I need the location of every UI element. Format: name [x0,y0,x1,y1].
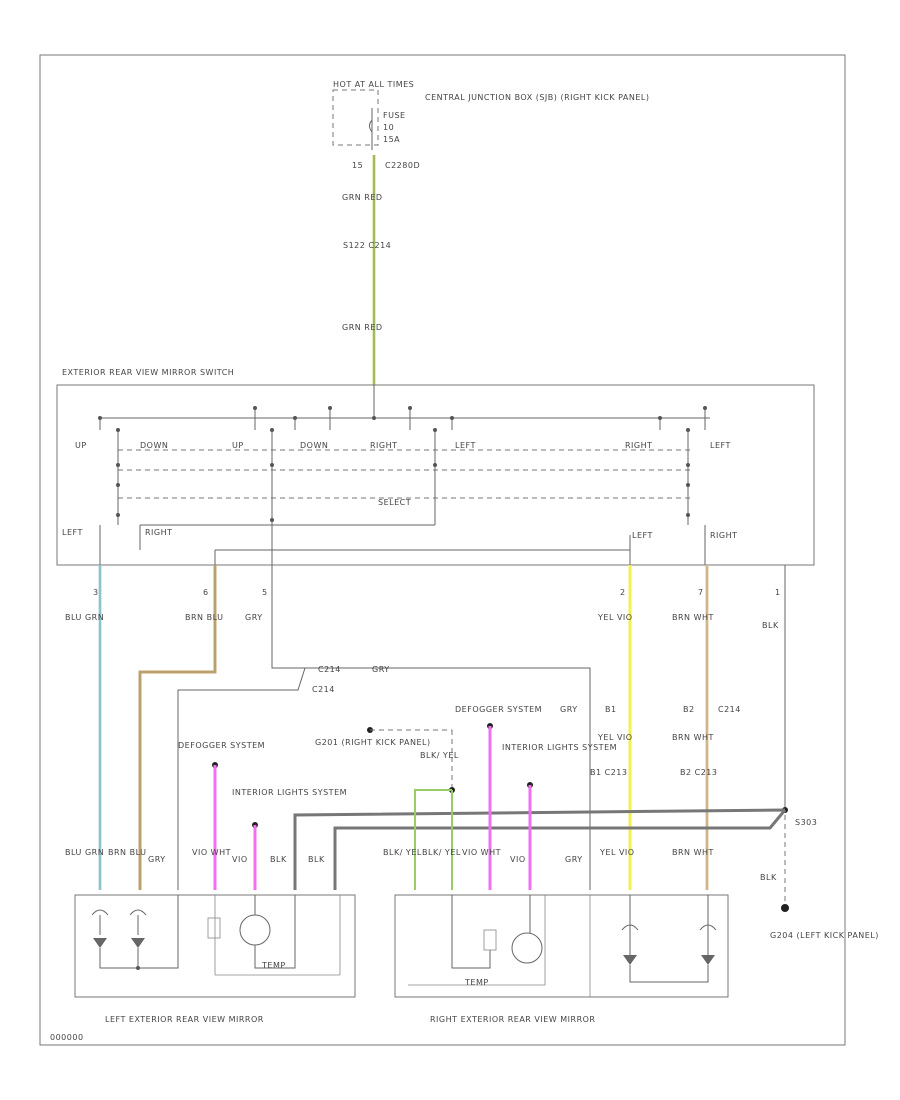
g204-label: G204 (LEFT KICK PANEL) [770,931,879,940]
bot-vio-r: VIO [510,855,526,864]
switch-right-bottom-r: RIGHT [710,531,738,540]
pin-6: 6 [203,588,209,597]
switch-left-bottom-r: LEFT [632,531,653,540]
switch-right-bottom-l: RIGHT [145,528,173,537]
bot-gry-r: GRY [565,855,583,864]
left-mirror: TEMP [74,894,356,998]
switch-left-top-right: LEFT [710,441,731,450]
pin-1: 1 [775,588,781,597]
blk-yel-label: BLK/ YEL [420,751,459,760]
b1-label: B1 [605,705,617,714]
mirror-switch-box [56,384,815,566]
yel-vio-right-label: YEL VIO [597,733,633,742]
switch-select: SELECT [378,498,411,507]
fuse-amp: 15A [383,135,400,144]
fuse-symbol [369,108,373,150]
ground-g204 [781,904,789,912]
bot-vio-wht: VIO WHT [192,848,231,857]
switch-down2: DOWN [300,441,328,450]
bot-blk-yel: BLK/ YEL [383,848,422,857]
footer-code: 000000 [50,1033,84,1042]
fuse-number: 10 [383,123,394,132]
wire-blk-yel [414,789,453,890]
b2c213-label: B2 C213 [680,768,717,777]
switch-down-l: DOWN [140,441,168,450]
diagram-frame [39,54,846,1046]
bot-blk2: BLK [308,855,325,864]
pin-5: 5 [262,588,268,597]
defogger-left-label: DEFOGGER SYSTEM [178,741,265,750]
wire-label-brn-wht: BRN WHT [672,613,714,622]
s303-label: S303 [795,818,817,827]
gry-mid-label: GRY [372,665,390,674]
wire-label-gry: GRY [245,613,263,622]
g201-label: G201 (RIGHT KICK PANEL) [315,738,431,747]
left-mirror-label: LEFT EXTERIOR REAR VIEW MIRROR [105,1015,264,1024]
bot-blu-grn: BLU GRN [65,848,104,857]
pin-7: 7 [698,588,704,597]
temp-right: TEMP [464,978,489,987]
wire-label-grn-red-2: GRN RED [342,323,383,332]
switch-right-top: RIGHT [370,441,398,450]
bot-yel-vio: YEL VIO [599,848,635,857]
right-mirror: TEMP [394,894,729,998]
connector-top: C2280D [385,161,420,170]
switch-left-bottom: LEFT [62,528,83,537]
wire-label-grn-red-1: GRN RED [342,193,383,202]
wire-label-blu-grn: BLU GRN [65,613,104,622]
wire-label-blk: BLK [762,621,779,630]
bot-brn-wht: BRN WHT [672,848,714,857]
b2-label: B2 [683,705,695,714]
switch-title: EXTERIOR REAR VIEW MIRROR SWITCH [62,368,234,377]
interior-lights-left-label: INTERIOR LIGHTS SYSTEM [232,788,347,797]
blk-ground-label: BLK [760,873,777,882]
central-junction-box-label: CENTRAL JUNCTION BOX (SJB) (RIGHT KICK P… [425,93,650,102]
brn-wht-right-label: BRN WHT [672,733,714,742]
right-mirror-label: RIGHT EXTERIOR REAR VIEW MIRROR [430,1015,595,1024]
bot-vio-wht-r: VIO WHT [462,848,501,857]
b1c213-label: B1 C213 [590,768,627,777]
c214-mid-label: C214 [318,665,341,674]
switch-up-left: UP [75,441,87,450]
fuse-label: FUSE [383,111,406,120]
c214-right-label: C214 [718,705,741,714]
pin-3: 3 [93,588,99,597]
hot-at-all-times-label: HOT AT ALL TIMES [333,80,414,89]
bot-vio: VIO [232,855,248,864]
gry-right-label: GRY [560,705,578,714]
wire-label-yel-vio: YEL VIO [597,613,633,622]
temp-left: TEMP [261,961,286,970]
c214-pin-label: C214 [312,685,335,694]
bot-brn-blu: BRN BLU [108,848,146,857]
defogger-right-label: DEFOGGER SYSTEM [455,705,542,714]
switch-right-mid: RIGHT [625,441,653,450]
wire-gry [271,565,591,890]
blk-bus [293,808,787,890]
power-block: HOT AT ALL TIMES CENTRAL JUNCTION BOX (S… [332,80,650,170]
switch-left-mid: LEFT [455,441,476,450]
splice-s122-label: S122 C214 [343,241,391,250]
pin-2: 2 [620,588,626,597]
pin-top: 15 [352,161,363,170]
switch-internals [98,385,710,565]
bot-blk-yel2: BLK/ YEL [422,848,461,857]
switch-up2: UP [232,441,244,450]
bot-gry: GRY [148,855,166,864]
interior-lights-right-label: INTERIOR LIGHTS SYSTEM [502,743,617,752]
wire-label-brn-blu: BRN BLU [185,613,223,622]
bot-blk: BLK [270,855,287,864]
